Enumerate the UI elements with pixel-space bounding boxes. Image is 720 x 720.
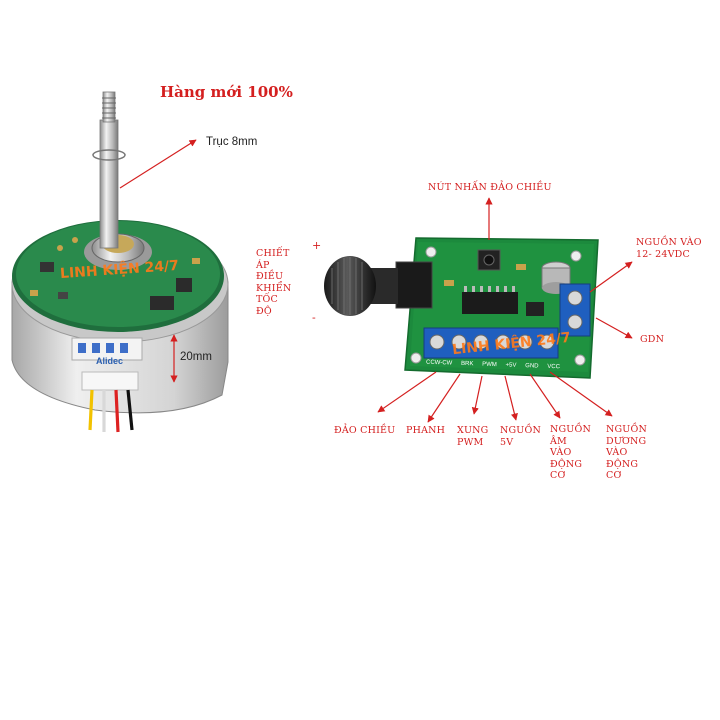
arrow-pos-motor xyxy=(549,371,613,417)
label-brake: PHANH xyxy=(406,425,446,436)
height-label: 20mm xyxy=(180,351,212,363)
label-pot-plus: + xyxy=(312,239,322,252)
pin-label: VCC xyxy=(547,363,561,371)
arrow-neg-motor xyxy=(529,373,561,419)
motor-brand: Alidec xyxy=(96,356,124,366)
shaft-label: Trục 8mm xyxy=(206,136,258,148)
label-5v: NGUỒN 5V xyxy=(500,425,542,448)
arrow-5v xyxy=(504,375,518,421)
label-reverse: ĐẢO CHIỀU xyxy=(334,425,396,436)
pin-label: BRK xyxy=(460,360,474,368)
pin-label: CCW-CW xyxy=(425,359,453,367)
heading-new-100: Hàng mới 100% xyxy=(160,83,293,101)
label-pos-motor: NGUỒN DƯƠNG VÀO ĐỘNG CƠ xyxy=(606,424,648,481)
label-pot-minus: - xyxy=(312,311,316,324)
label-pwm: XUNG PWM xyxy=(457,425,489,448)
label-reverse-button: NÚT NHẤN ĐẢO CHIỀU xyxy=(428,182,552,193)
bldc-motor xyxy=(11,91,229,433)
arrow-power-in xyxy=(589,261,633,293)
label-gdn: GDN xyxy=(640,334,665,345)
label-pot: CHIẾT ÁP ĐIỀU KHIỂN TỐC ĐỘ xyxy=(256,248,292,317)
label-neg-motor: NGUỒN ÂM VÀO ĐỘNG CƠ xyxy=(550,424,592,481)
shaft-arrow xyxy=(119,139,197,189)
arrow-gdn xyxy=(595,317,633,339)
pin-label: PWM xyxy=(482,361,497,369)
pin-label: +5V xyxy=(505,362,517,369)
arrow-pwm xyxy=(471,375,483,415)
pin-label: GND xyxy=(525,363,539,370)
driver-board xyxy=(324,237,599,379)
label-power-in: NGUỒN VÀO 12- 24VDC xyxy=(636,237,702,260)
arrow-brake xyxy=(427,373,461,423)
arrow-reverse xyxy=(377,371,437,413)
